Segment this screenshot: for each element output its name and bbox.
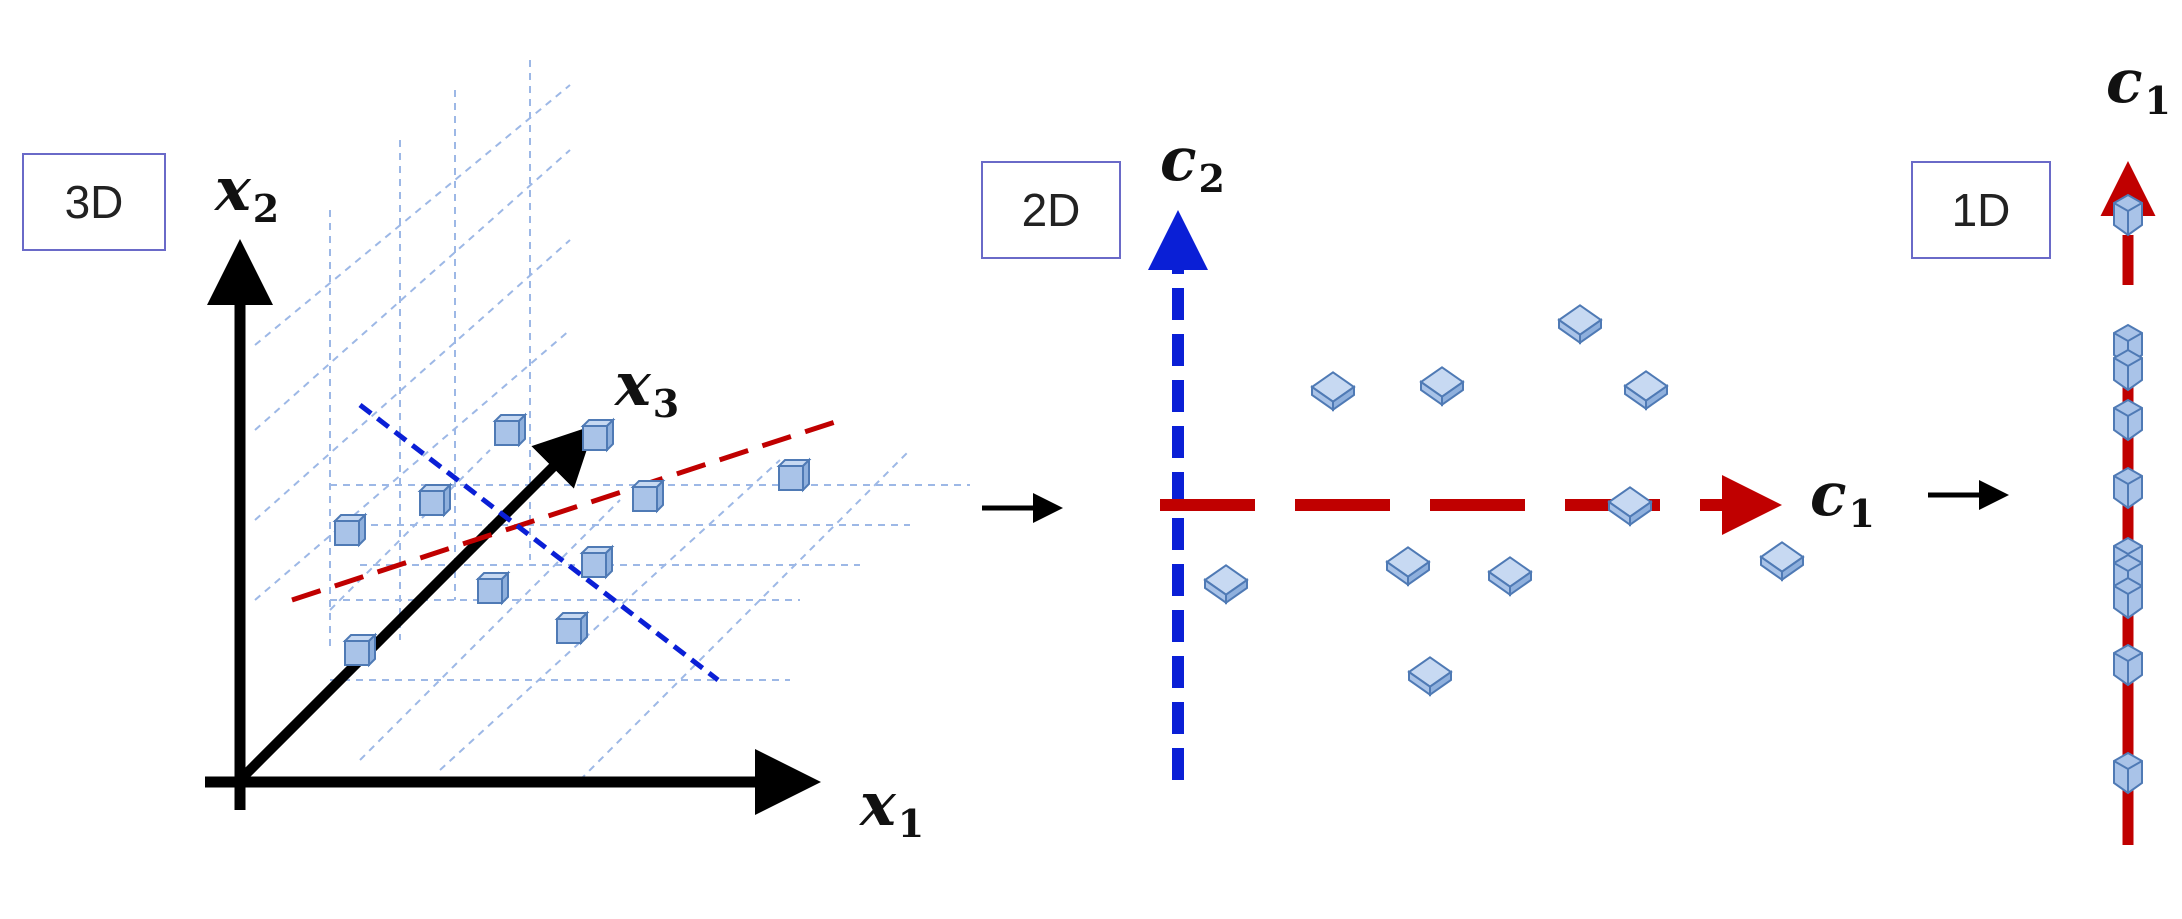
cube-icon <box>342 632 378 668</box>
cube-icon <box>1407 656 1453 697</box>
axis-label-x1-letter: x <box>860 770 896 840</box>
cube-front-face <box>344 640 370 666</box>
cube-front-face <box>556 618 582 644</box>
grid-floor-diagonal-2 <box>439 459 781 771</box>
cube-icon <box>2113 576 2143 620</box>
cube-icon <box>2113 466 2143 510</box>
cube-right-face <box>1645 384 1668 411</box>
cube-front-face <box>581 552 607 578</box>
axis-label-2d-c1-letter: c <box>1810 460 1847 530</box>
cube-icon <box>2113 751 2143 795</box>
cube-front-face <box>494 420 520 446</box>
cube-icon <box>1310 371 1356 412</box>
cube-icon <box>2113 348 2143 392</box>
cube-icon <box>475 570 511 606</box>
axis-label-2d-c1: c1 <box>1810 465 1875 533</box>
cube-side-face <box>606 417 614 453</box>
cube-right-face <box>1509 570 1532 597</box>
cube-right-face <box>1429 670 1452 697</box>
axis-label-x2-letter: x <box>215 155 251 225</box>
cube-icon <box>417 482 453 518</box>
axis-label-2d-c1-subscript: 1 <box>1848 491 1875 536</box>
cube-icon <box>1623 370 1669 411</box>
pc2-line-3d <box>358 403 720 682</box>
axis-label-x3: x3 <box>615 355 679 423</box>
cube-side-face <box>580 610 588 646</box>
cube-icon <box>2113 398 2143 442</box>
grid-floor-diagonal-1 <box>359 499 621 761</box>
grid-wall-line-0 <box>254 84 571 346</box>
cube-icon <box>579 544 615 580</box>
grid-wall-line-2 <box>254 239 571 521</box>
axis-label-c2-letter: c <box>1160 125 1197 195</box>
grid-wall-line-3 <box>254 329 571 601</box>
cube-side-face <box>358 512 366 548</box>
cube-icon <box>2113 193 2143 237</box>
axis-label-x3-letter: x <box>615 350 651 420</box>
cube-front-face <box>419 490 445 516</box>
pc1-line-3d <box>291 419 836 603</box>
axis-label-c2: c2 <box>1160 130 1225 198</box>
grid-wall-line-1 <box>254 149 571 431</box>
cube-front-face <box>582 425 608 451</box>
cube-icon <box>1557 304 1603 345</box>
cube-side-face <box>656 478 664 514</box>
cube-side-face <box>605 544 613 580</box>
axis-label-x3-subscript: 3 <box>652 381 680 426</box>
cube-icon <box>630 478 666 514</box>
cube-side-face <box>443 482 451 518</box>
cube-icon <box>1487 556 1533 597</box>
cube-icon <box>554 610 590 646</box>
cube-icon <box>332 512 368 548</box>
cube-right-face <box>1781 555 1804 582</box>
cube-right-face <box>1629 500 1652 527</box>
cube-side-face <box>501 570 509 606</box>
cube-icon <box>776 457 812 493</box>
panel-tag-2d: 2D <box>981 161 1121 259</box>
cube-icon <box>1759 541 1805 582</box>
3d-grid-lines <box>254 60 970 781</box>
cube-icon <box>1385 546 1431 587</box>
axis-label-x1-subscript: 1 <box>897 801 925 846</box>
axis-label-x2-subscript: 2 <box>252 186 280 231</box>
panel-tag-1d: 1D <box>1911 161 2051 259</box>
cube-icon <box>1419 366 1465 407</box>
cube-icon <box>1607 486 1653 527</box>
axis-label-1d-c1-subscript: 1 <box>2144 78 2171 123</box>
axis-label-x2: x2 <box>215 160 279 228</box>
cube-side-face <box>368 632 376 668</box>
cube-front-face <box>778 465 804 491</box>
cube-side-face <box>518 412 526 448</box>
cube-icon <box>2113 643 2143 687</box>
cube-icon <box>1203 564 1249 605</box>
grid-floor-diagonal-0 <box>329 449 491 611</box>
cube-icon <box>492 412 528 448</box>
cube-icon <box>580 417 616 453</box>
axis-label-1d-c1-letter: c <box>2106 47 2143 117</box>
axis-label-1d-c1: c1 <box>2106 52 2171 120</box>
cube-front-face <box>477 578 503 604</box>
axis-label-c2-subscript: 2 <box>1198 156 1225 201</box>
cube-right-face <box>1407 560 1430 587</box>
cube-side-face <box>802 457 810 493</box>
cube-right-face <box>1441 380 1464 407</box>
cube-right-face <box>1225 578 1248 605</box>
axis-label-x1: x1 <box>860 775 924 843</box>
axis-x3-arrow <box>236 424 596 784</box>
cube-right-face <box>1332 385 1355 412</box>
cube-front-face <box>632 486 658 512</box>
panel-tag-3d: 3D <box>22 153 166 251</box>
cube-right-face <box>1579 318 1602 345</box>
cube-front-face <box>334 520 360 546</box>
